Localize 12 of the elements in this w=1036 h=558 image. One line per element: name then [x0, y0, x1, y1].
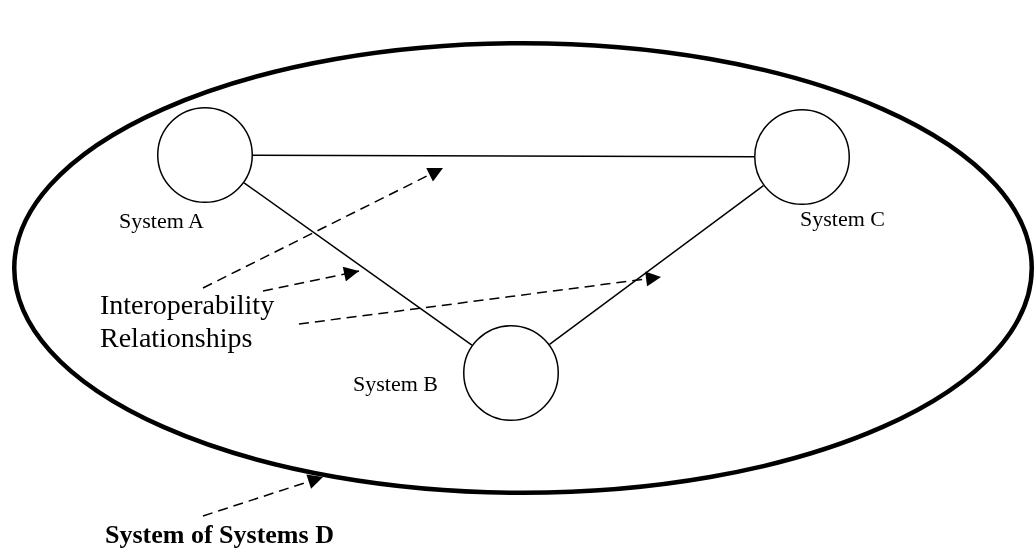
- diagram-title-label: System of Systems D: [105, 520, 335, 551]
- connector-line: [548, 184, 765, 346]
- system-label: System A: [119, 209, 204, 234]
- node-label: Interoperability Relationships: [100, 288, 276, 355]
- dashed-arrow: [202, 167, 444, 289]
- connector-line: [252, 154, 755, 158]
- system-label: System B: [353, 372, 438, 397]
- connector-line: [243, 182, 473, 346]
- dashed-arrow: [262, 266, 360, 292]
- dashed-arrow: [202, 474, 324, 517]
- system-label: System C: [800, 207, 885, 232]
- dashed-arrow: [298, 271, 662, 325]
